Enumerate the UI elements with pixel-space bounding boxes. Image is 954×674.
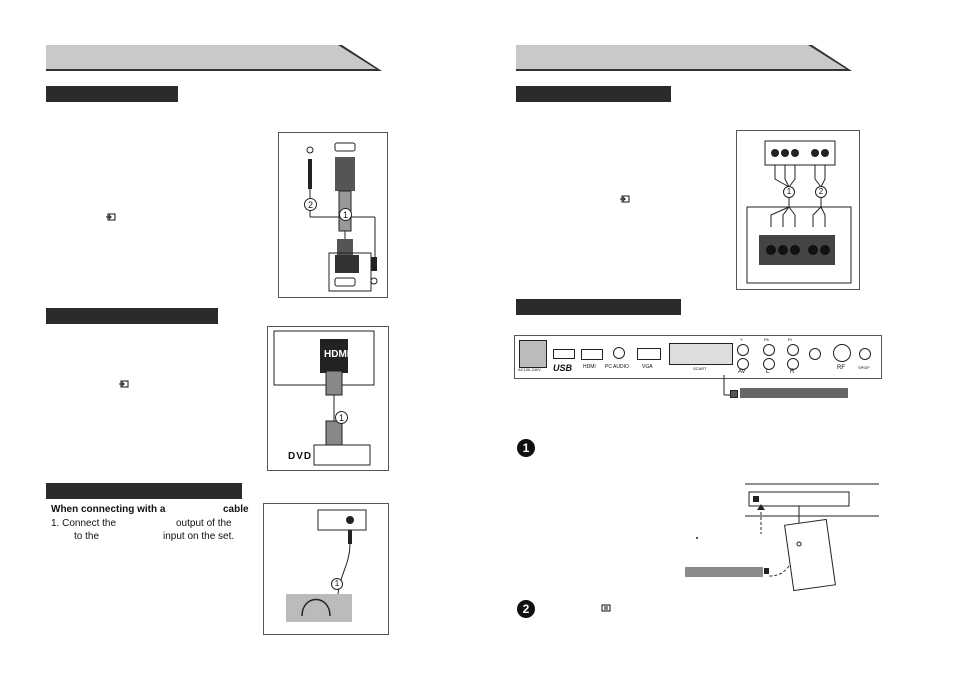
- step-1-marker: 1: [517, 439, 535, 457]
- audio-callout-1: 1: [331, 578, 343, 590]
- section-tab-pc: [46, 86, 178, 102]
- input-source-icon-3: [620, 195, 630, 203]
- back-panel: AC100-240V USB HDMI PC AUDIO VGA SCART A…: [514, 335, 882, 379]
- port-label-ac: AC100-240V: [518, 367, 541, 372]
- pb-jack: [763, 344, 775, 356]
- pc-callout-1: 1: [339, 208, 352, 221]
- usb-port: [553, 349, 575, 359]
- dvd-label: DVD: [288, 451, 313, 462]
- pc-callout-2: 2: [304, 198, 317, 211]
- spdif-port: [859, 348, 871, 360]
- vga-port: [637, 348, 661, 360]
- port-label-scart: SCART: [693, 366, 707, 371]
- port-label-l: L: [766, 369, 770, 375]
- audio-step-1-line2-suffix: input on the set.: [163, 531, 235, 542]
- hdmi-callout-1: 1: [335, 411, 348, 424]
- scart-port: [669, 343, 733, 365]
- input-source-icon: [106, 213, 116, 221]
- port-label-av: AV: [738, 369, 746, 375]
- hdmi-port-label: HDMI: [324, 349, 350, 360]
- pc-audio-jack: [613, 347, 625, 359]
- port-label-pb: Pb: [764, 337, 769, 342]
- hdmi-port: [581, 349, 603, 360]
- port-label-vga: VGA: [642, 364, 653, 370]
- port-label-usb: USB: [553, 363, 573, 373]
- step-2-marker: 2: [517, 600, 535, 618]
- ci-slot-diagram: [685, 483, 879, 592]
- hdmi-connection-diagram: HDMI 1 DVD: [267, 326, 389, 471]
- component-cable-svg: [746, 140, 852, 284]
- section-tab-hdmi: [46, 308, 218, 324]
- scart-label-box: [740, 388, 848, 398]
- ac-power-socket: [519, 340, 547, 368]
- scart-marker: [730, 390, 738, 398]
- audio-step-1-prefix: 1. Connect the: [51, 518, 117, 529]
- right-header-bar: [516, 45, 852, 71]
- rf-port: [833, 344, 851, 362]
- port-label-r: R: [790, 369, 795, 375]
- port-label-spdif: SPDIF: [858, 365, 870, 370]
- left-header-bar: [46, 45, 382, 71]
- av-jack: [737, 344, 749, 356]
- audio-step-1-line2-prefix: to the: [74, 531, 100, 542]
- audio-r-jack: [787, 358, 799, 370]
- av-jack-2: [737, 358, 749, 370]
- hdmi-cable-svg: [273, 330, 375, 466]
- section-tab-back-panel: [516, 299, 681, 315]
- pr-jack: [787, 344, 799, 356]
- component-callout-1: 1: [783, 186, 795, 198]
- port-label-hdmi: HDMI: [583, 364, 596, 370]
- pc-connection-diagram: 2 1: [278, 132, 388, 298]
- port-label-y: Y: [740, 337, 743, 342]
- audio-connection-diagram: 1: [263, 503, 389, 635]
- menu-icon: [601, 604, 611, 612]
- input-source-icon-2: [119, 380, 129, 388]
- audio-cable-svg: [286, 509, 367, 622]
- component-connection-diagram: 1 2: [736, 130, 860, 290]
- section-tab-audio: [46, 483, 242, 499]
- extra-jack: [809, 348, 821, 360]
- audio-heading-start: When connecting with a: [51, 504, 166, 515]
- pc-cable-svg: [306, 142, 378, 292]
- section-tab-component: [516, 86, 671, 102]
- audio-step-1-mid: output of the: [176, 518, 232, 529]
- port-label-pr: Pr: [788, 337, 792, 342]
- component-callout-2: 2: [815, 186, 827, 198]
- port-label-pc-audio: PC AUDIO: [605, 364, 629, 370]
- audio-heading-end: cable: [223, 504, 249, 515]
- port-label-rf: RF: [837, 365, 845, 371]
- audio-l-jack: [763, 358, 775, 370]
